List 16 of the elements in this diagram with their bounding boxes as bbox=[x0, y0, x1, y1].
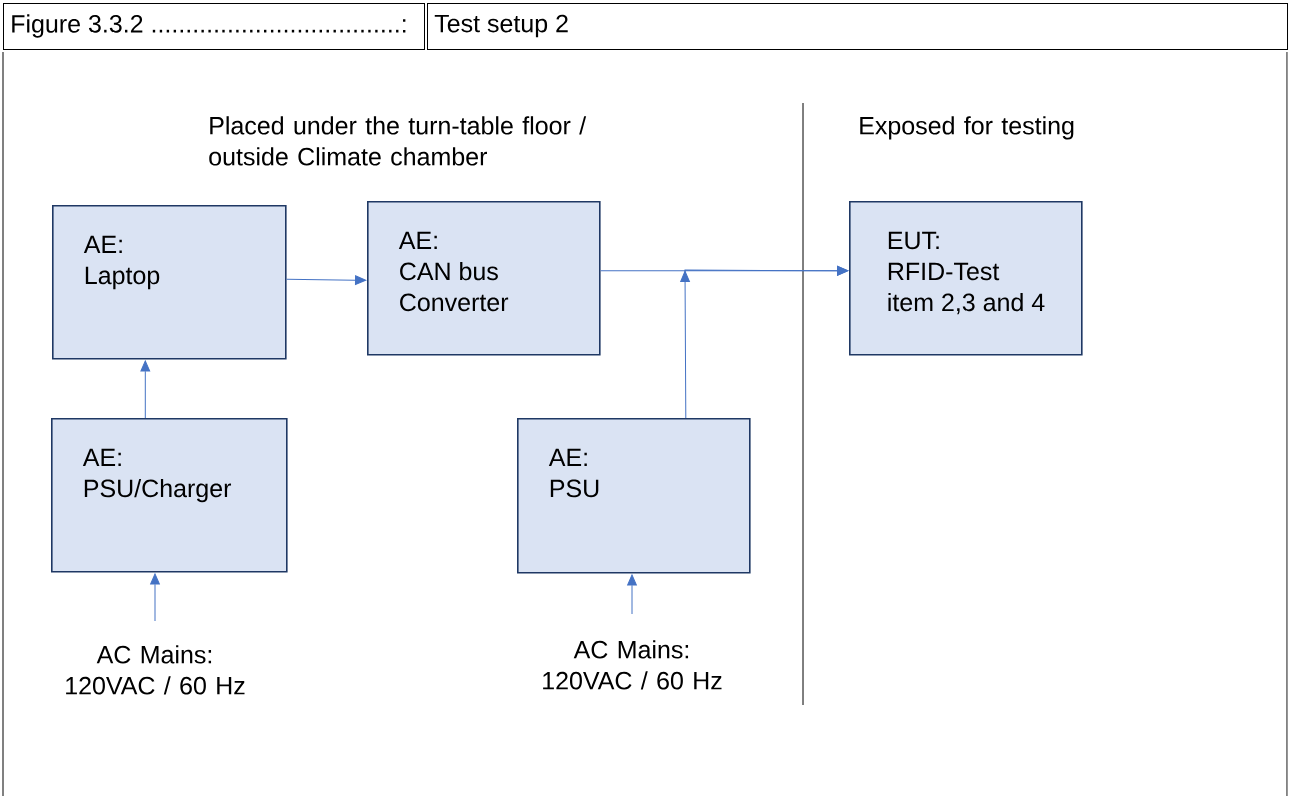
device-box: AE: PSU/Charger bbox=[51, 418, 288, 573]
header-cell: Figure 3.3.2 ....................................: bbox=[3, 3, 425, 50]
power-source-label: AC Mains: 120VAC / 60 Hz bbox=[543, 640, 722, 690]
power-source-label: AC Mains: 120VAC / 60 Hz bbox=[66, 645, 245, 695]
arrow bbox=[150, 573, 160, 622]
section-heading: Exposed for testing bbox=[860, 116, 1074, 140]
header-cell: Test setup 2 bbox=[427, 3, 1288, 50]
arrow bbox=[140, 360, 151, 419]
device-box: AE: Laptop bbox=[52, 205, 287, 360]
device-box: AE: CAN bus Converter bbox=[367, 201, 601, 356]
device-box: AE: PSU bbox=[517, 418, 751, 574]
arrow bbox=[627, 574, 637, 615]
section-heading: Placed under the turn-table floor / outside Climate chamber bbox=[209, 116, 587, 166]
device-box: EUT: RFID-Test item 2,3 and 4 bbox=[849, 201, 1083, 356]
arrow bbox=[286, 275, 367, 286]
arrow bbox=[680, 265, 849, 419]
